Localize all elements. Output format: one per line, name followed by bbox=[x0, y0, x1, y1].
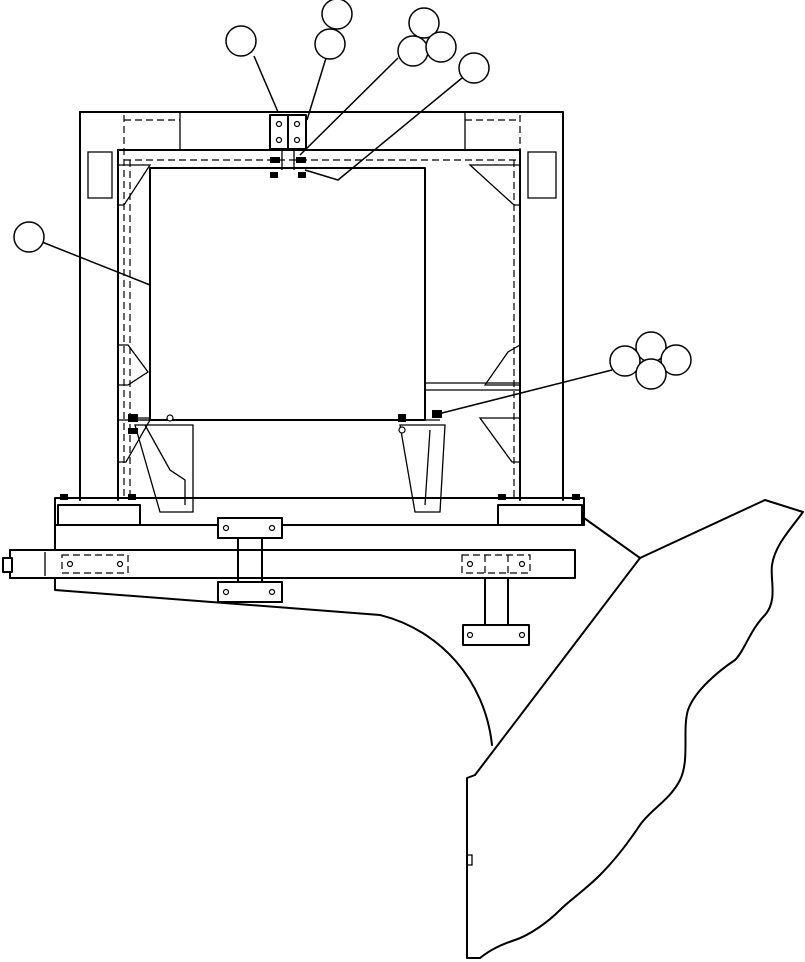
base-plate bbox=[54, 494, 585, 616]
callout-leaders bbox=[41, 55, 613, 415]
fender-sheet bbox=[379, 499, 804, 959]
callout-balloons bbox=[13, 0, 692, 390]
callout-right-cluster-c bbox=[660, 344, 692, 376]
horizontal-rail bbox=[2, 549, 576, 579]
callout-top-right-c bbox=[425, 31, 457, 63]
callout-top-right-a bbox=[408, 7, 440, 39]
vertical-straps bbox=[217, 517, 530, 646]
top-hinge-bracket bbox=[269, 114, 307, 178]
callout-left-side bbox=[13, 221, 45, 253]
callout-top-center-a bbox=[321, 0, 353, 30]
callout-top-right-d bbox=[458, 52, 490, 84]
lower-mount-nuts bbox=[128, 410, 442, 434]
callout-right-cluster-b bbox=[609, 345, 641, 377]
cab-inner-panel bbox=[134, 167, 446, 513]
callout-top-left bbox=[225, 25, 257, 57]
callout-top-center-b bbox=[314, 28, 346, 60]
callout-top-right-b bbox=[397, 35, 429, 67]
cab-outer-frame bbox=[79, 111, 564, 501]
callout-right-cluster-d bbox=[635, 358, 667, 390]
